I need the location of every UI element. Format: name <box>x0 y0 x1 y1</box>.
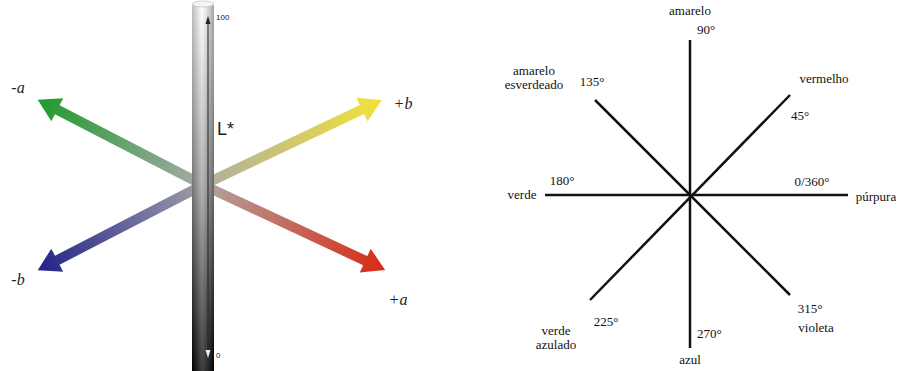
hue-angle-lines <box>545 40 848 348</box>
lightness-cylinder <box>192 1 214 371</box>
minus-a-arrow <box>32 88 209 196</box>
hue-angle: 180° <box>550 174 575 188</box>
axis-label: L* <box>217 120 234 140</box>
hue-name: amarelo <box>669 4 711 18</box>
plus-b-arrow <box>197 88 387 196</box>
hue-name: azul <box>679 353 701 367</box>
hue-angle: 225° <box>594 315 619 329</box>
minus-b-arrow <box>32 173 209 281</box>
hue-name: vermelho <box>799 72 848 86</box>
axis-label: -a <box>11 79 24 97</box>
hue-angle: 45° <box>791 109 809 123</box>
hue-angle: 90° <box>697 23 715 37</box>
plus-a-arrow <box>198 173 391 282</box>
hue-angle: 0/360° <box>795 175 830 189</box>
scale-value: 100 <box>216 14 229 23</box>
hue-name: violeta <box>798 321 833 335</box>
hue-angle: 270° <box>697 327 722 341</box>
hue-angle: 315° <box>798 302 823 316</box>
hue-name: verde azulado <box>528 324 584 353</box>
hue-name: púrpura <box>856 190 896 204</box>
scale-value: 0 <box>216 352 220 361</box>
hue-name: amarelo esverdeado <box>496 64 572 93</box>
axis-label: +b <box>394 95 413 113</box>
axis-label: +a <box>389 291 408 309</box>
axis-label: -b <box>11 271 24 289</box>
hue-angle: 135° <box>580 75 605 89</box>
hue-name: verde <box>508 188 537 202</box>
